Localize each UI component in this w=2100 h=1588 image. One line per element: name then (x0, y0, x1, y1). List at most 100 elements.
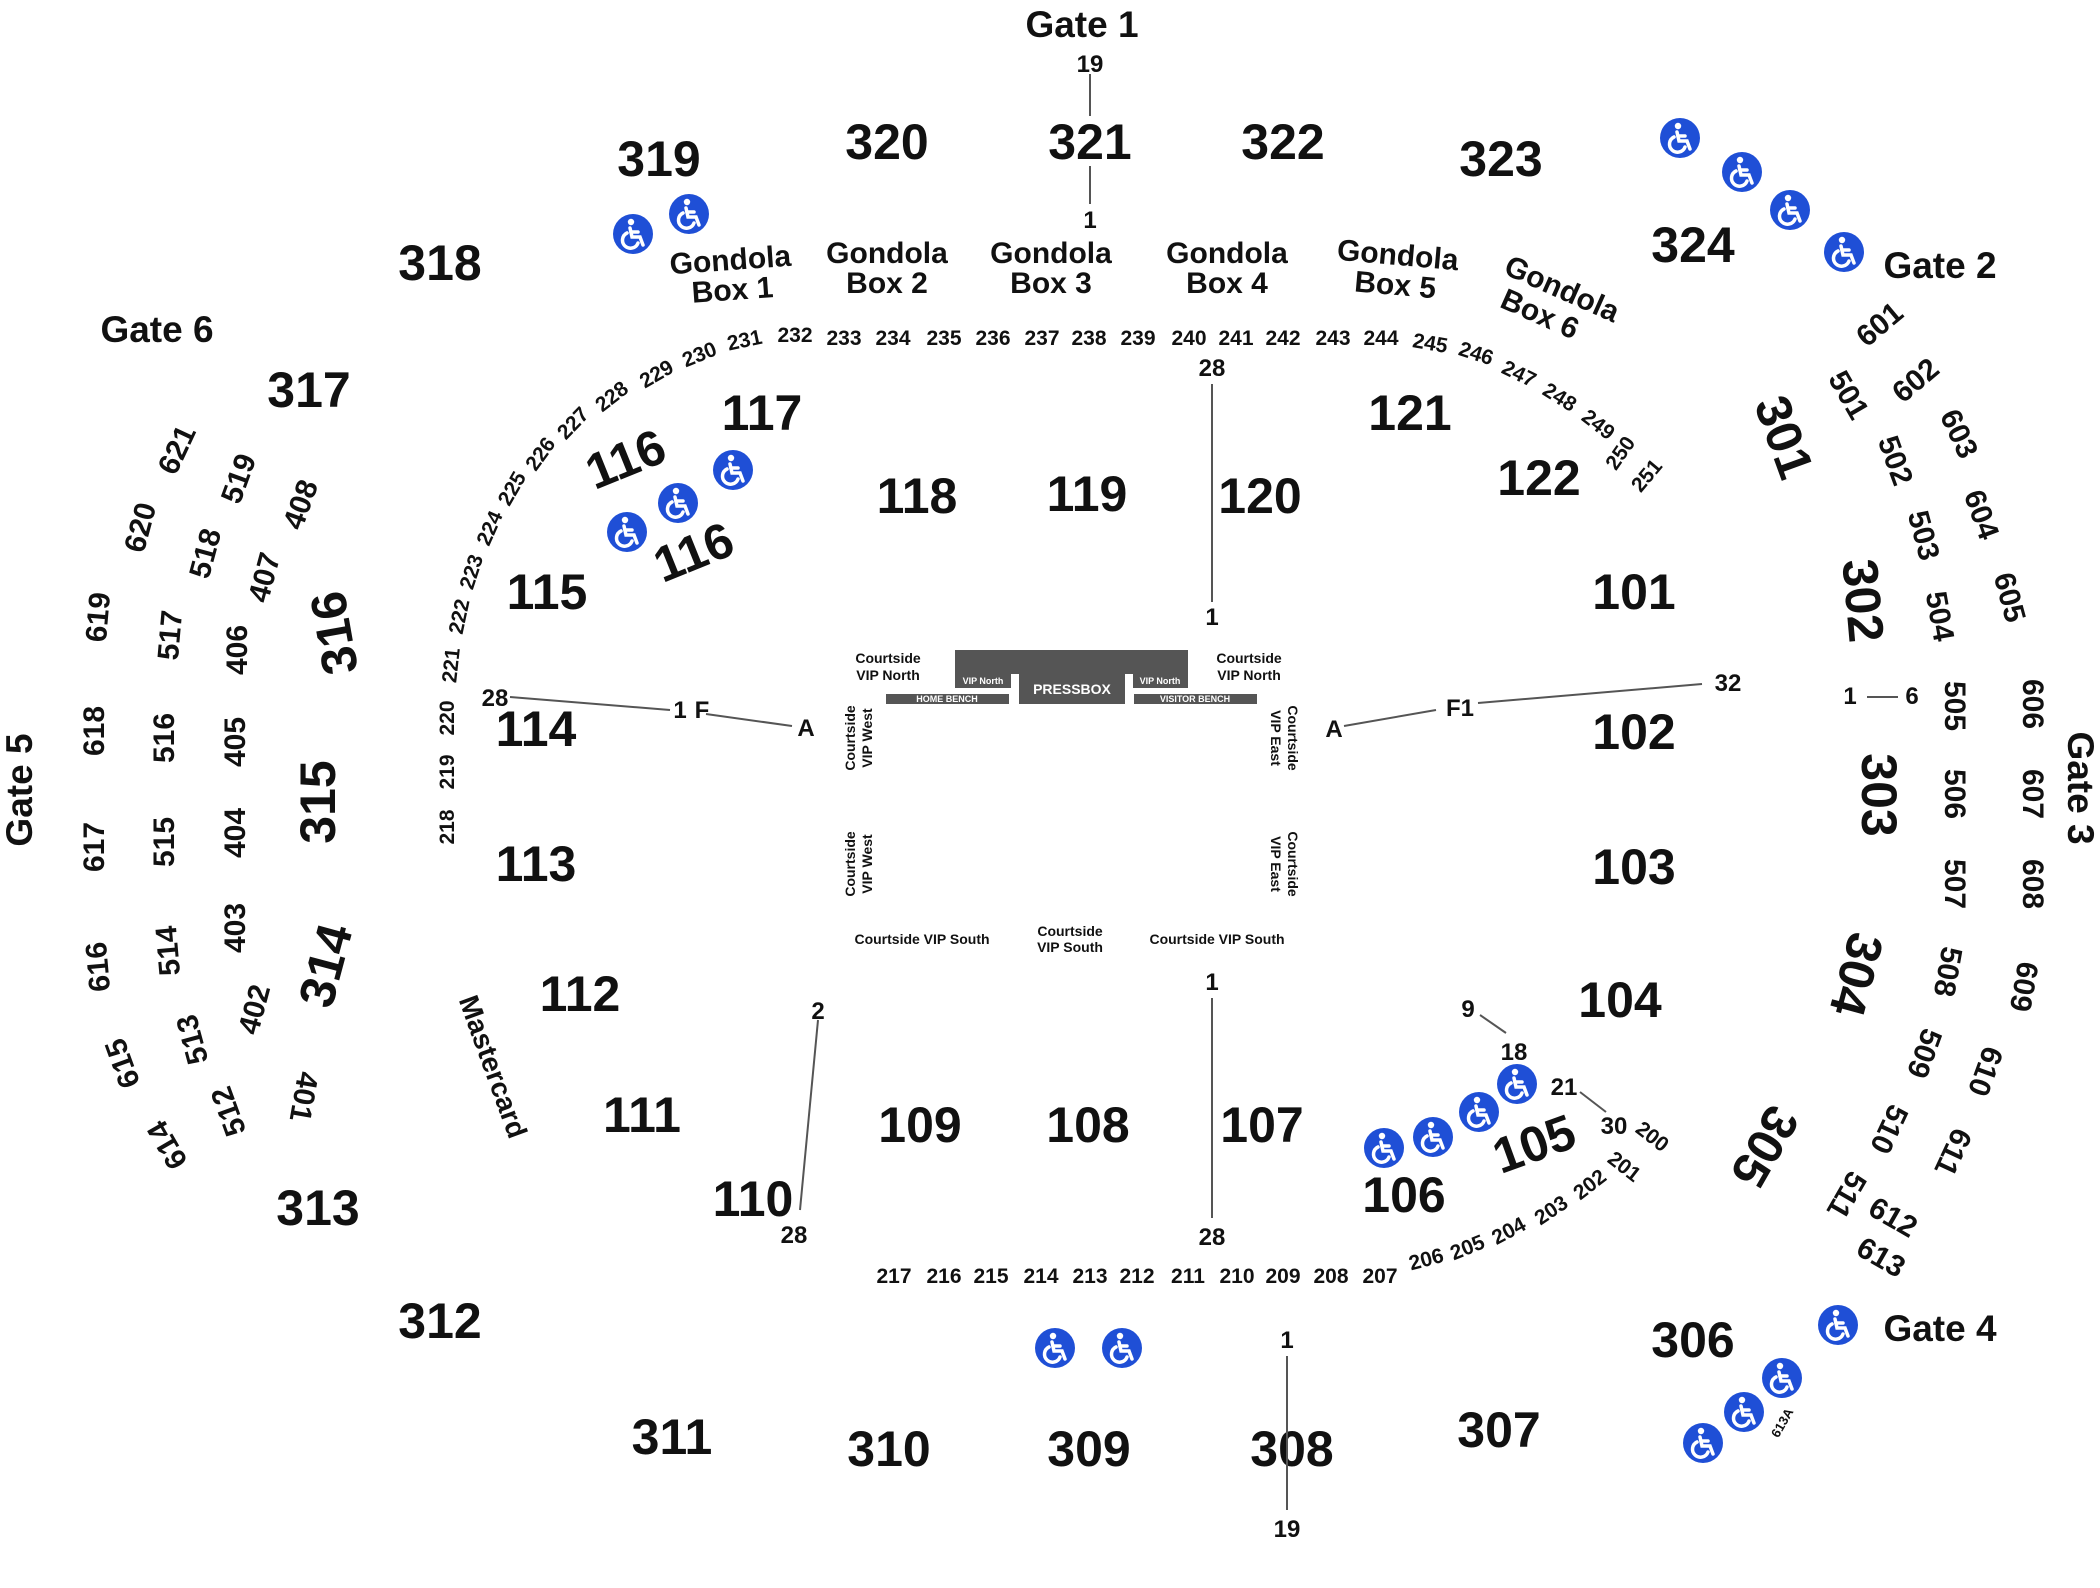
box-216[interactable]: 216 (926, 1265, 961, 1288)
section-122[interactable]: 122 (1497, 450, 1580, 506)
box-210[interactable]: 210 (1219, 1265, 1254, 1288)
courtside-vip-west-2[interactable]: Courtside VIP West (842, 831, 875, 897)
section-312[interactable]: 312 (398, 1293, 481, 1349)
section-502[interactable]: 502 (1871, 432, 1919, 490)
section-115[interactable]: 115 (507, 564, 588, 620)
box-229[interactable]: 229 (636, 356, 678, 393)
section-118[interactable]: 118 (877, 468, 958, 524)
box-241[interactable]: 241 (1218, 327, 1253, 350)
box-246[interactable]: 246 (1456, 337, 1496, 370)
section-105[interactable]: 105 (1485, 1103, 1583, 1184)
section-117[interactable]: 117 (722, 385, 803, 441)
section-506[interactable]: 506 (1938, 769, 1971, 819)
box-219[interactable]: 219 (436, 754, 459, 789)
box-207[interactable]: 207 (1362, 1265, 1397, 1288)
box-231[interactable]: 231 (725, 326, 764, 356)
courtside-vip-south-right[interactable]: Courtside VIP South (1149, 931, 1284, 947)
section-513[interactable]: 513 (170, 1011, 215, 1068)
section-116-lower[interactable]: 116 (646, 511, 742, 593)
section-404[interactable]: 404 (219, 808, 252, 858)
section-323[interactable]: 323 (1459, 131, 1542, 187)
mastercard-label[interactable]: Mastercard (453, 991, 533, 1142)
section-405[interactable]: 405 (219, 717, 252, 767)
section-601[interactable]: 601 (1850, 296, 1910, 353)
box-208[interactable]: 208 (1313, 1265, 1348, 1288)
section-314[interactable]: 314 (288, 918, 364, 1013)
section-121[interactable]: 121 (1368, 385, 1451, 441)
section-113[interactable]: 113 (496, 836, 577, 892)
courtside-vip-south-left[interactable]: Courtside VIP South (854, 931, 989, 947)
section-302[interactable]: 302 (1831, 557, 1894, 645)
box-239[interactable]: 239 (1120, 327, 1155, 350)
box-220[interactable]: 220 (436, 700, 459, 735)
section-310[interactable]: 310 (847, 1421, 930, 1477)
section-503[interactable]: 503 (1901, 507, 1946, 564)
pressbox[interactable] (1019, 674, 1125, 704)
courtside-vip-south-center[interactable]: Courtside VIP South (1037, 923, 1103, 955)
section-602[interactable]: 602 (1886, 352, 1946, 409)
section-613A[interactable]: 613A (1768, 1405, 1797, 1440)
box-203[interactable]: 203 (1530, 1191, 1572, 1230)
section-104[interactable]: 104 (1578, 972, 1662, 1028)
box-205[interactable]: 205 (1447, 1231, 1488, 1266)
box-235[interactable]: 235 (926, 327, 961, 350)
section-311[interactable]: 311 (632, 1409, 713, 1465)
box-211[interactable]: 211 (1171, 1265, 1205, 1288)
section-508[interactable]: 508 (1927, 944, 1968, 999)
section-620[interactable]: 620 (118, 499, 163, 556)
section-320[interactable]: 320 (845, 114, 928, 170)
section-403[interactable]: 403 (219, 903, 252, 953)
section-401[interactable]: 401 (283, 1069, 324, 1124)
courtside-vip-north-right[interactable]: Courtside VIP North (1216, 650, 1282, 683)
box-237[interactable]: 237 (1024, 327, 1059, 350)
section-301[interactable]: 301 (1743, 388, 1824, 486)
box-209[interactable]: 209 (1265, 1265, 1300, 1288)
box-227[interactable]: 227 (553, 403, 594, 444)
section-610[interactable]: 610 (1961, 1042, 2009, 1100)
box-223[interactable]: 223 (455, 552, 488, 592)
box-242[interactable]: 242 (1265, 327, 1300, 350)
section-514[interactable]: 514 (150, 924, 187, 977)
box-233[interactable]: 233 (826, 327, 861, 350)
section-406[interactable]: 406 (221, 625, 254, 675)
box-225[interactable]: 225 (494, 468, 532, 510)
section-516[interactable]: 516 (148, 713, 181, 763)
vip-north-left-box[interactable] (955, 674, 1011, 688)
section-315[interactable]: 315 (290, 760, 346, 843)
vip-north-right-box[interactable] (1133, 674, 1188, 688)
courtside-vip-north-left[interactable]: Courtside VIP North (855, 650, 921, 683)
section-304[interactable]: 304 (1819, 927, 1895, 1022)
section-107[interactable]: 107 (1220, 1097, 1303, 1153)
box-238[interactable]: 238 (1071, 327, 1106, 350)
box-234[interactable]: 234 (875, 327, 910, 350)
box-236[interactable]: 236 (975, 327, 1010, 350)
section-322[interactable]: 322 (1241, 114, 1324, 170)
section-605[interactable]: 605 (1987, 569, 2032, 626)
section-408[interactable]: 408 (277, 476, 325, 534)
box-202[interactable]: 202 (1569, 1165, 1611, 1205)
courtside-vip-west-1[interactable]: Courtside VIP West (842, 705, 875, 771)
box-214[interactable]: 214 (1023, 1265, 1058, 1288)
section-114[interactable]: 114 (496, 701, 577, 757)
box-224[interactable]: 224 (472, 507, 507, 549)
section-101[interactable]: 101 (1592, 564, 1675, 620)
section-316[interactable]: 316 (299, 587, 369, 679)
section-109[interactable]: 109 (878, 1097, 961, 1153)
section-509[interactable]: 509 (1900, 1024, 1948, 1082)
section-604[interactable]: 604 (1957, 486, 2005, 545)
section-313[interactable]: 313 (276, 1180, 359, 1236)
gondola-box-3[interactable]: Gondola Box 3 (990, 237, 1112, 300)
section-619[interactable]: 619 (80, 591, 117, 644)
section-108[interactable]: 108 (1046, 1097, 1129, 1153)
box-243[interactable]: 243 (1315, 327, 1350, 350)
box-240[interactable]: 240 (1171, 327, 1206, 350)
section-318[interactable]: 318 (398, 235, 481, 291)
section-309[interactable]: 309 (1047, 1421, 1130, 1477)
box-247[interactable]: 247 (1498, 356, 1540, 392)
box-251[interactable]: 251 (1627, 455, 1667, 497)
section-308[interactable]: 308 (1250, 1421, 1333, 1477)
section-621[interactable]: 621 (152, 420, 203, 479)
section-617[interactable]: 617 (78, 822, 111, 872)
box-245[interactable]: 245 (1411, 329, 1450, 358)
section-504[interactable]: 504 (1919, 589, 1960, 644)
